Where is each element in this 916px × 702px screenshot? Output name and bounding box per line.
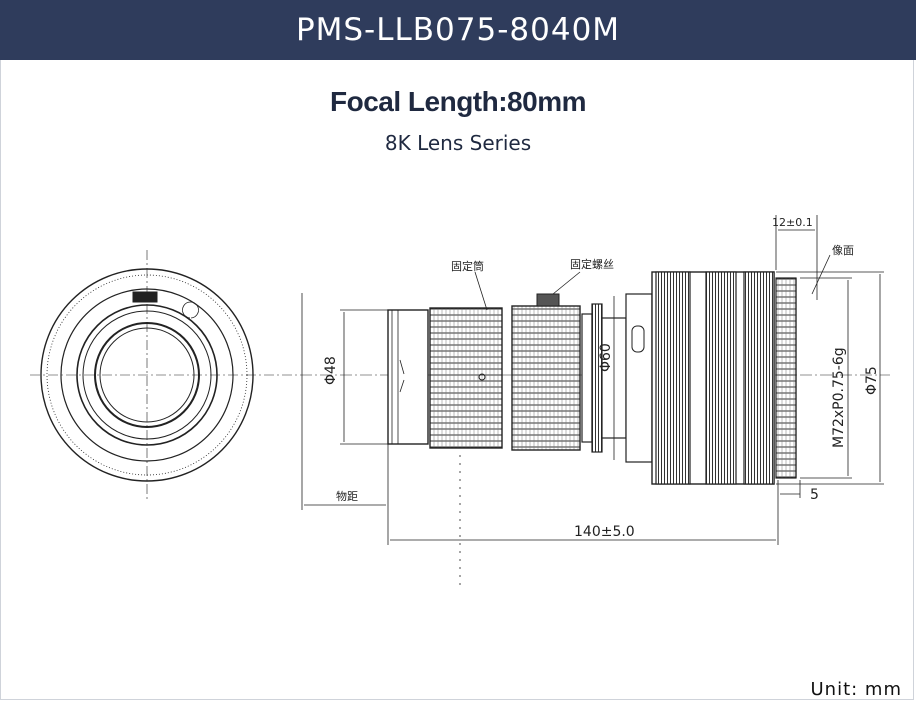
dimension-lines bbox=[301, 215, 884, 585]
side-view bbox=[300, 271, 890, 485]
header-bar: PMS-LLB075-8040M bbox=[0, 0, 916, 60]
dim-d60: Φ60 bbox=[598, 343, 614, 372]
lens-series-subheading: 8K Lens Series bbox=[384, 131, 532, 155]
label-object-distance: 物距 bbox=[336, 489, 358, 503]
label-image-plane: 像面 bbox=[832, 244, 854, 257]
label-fixed-sleeve: 固定筒 bbox=[451, 259, 484, 273]
dim-d48: Φ48 bbox=[323, 356, 339, 385]
unit-label: Unit: mm bbox=[810, 679, 902, 700]
dim-flange: 12±0.1 bbox=[772, 216, 813, 229]
dim-thread: M72xP0.75-6g bbox=[831, 347, 847, 448]
dim-offset: 5 bbox=[810, 487, 819, 503]
label-fixed-screw: 固定螺丝 bbox=[570, 257, 614, 271]
product-model-title: PMS-LLB075-8040M bbox=[295, 12, 621, 48]
focal-length-heading: Focal Length:80mm bbox=[330, 86, 586, 117]
fixed-sleeve-knurl bbox=[429, 307, 503, 449]
dim-d75: Φ75 bbox=[864, 366, 880, 395]
front-view bbox=[30, 250, 300, 500]
dim-length: 140±5.0 bbox=[574, 524, 635, 540]
